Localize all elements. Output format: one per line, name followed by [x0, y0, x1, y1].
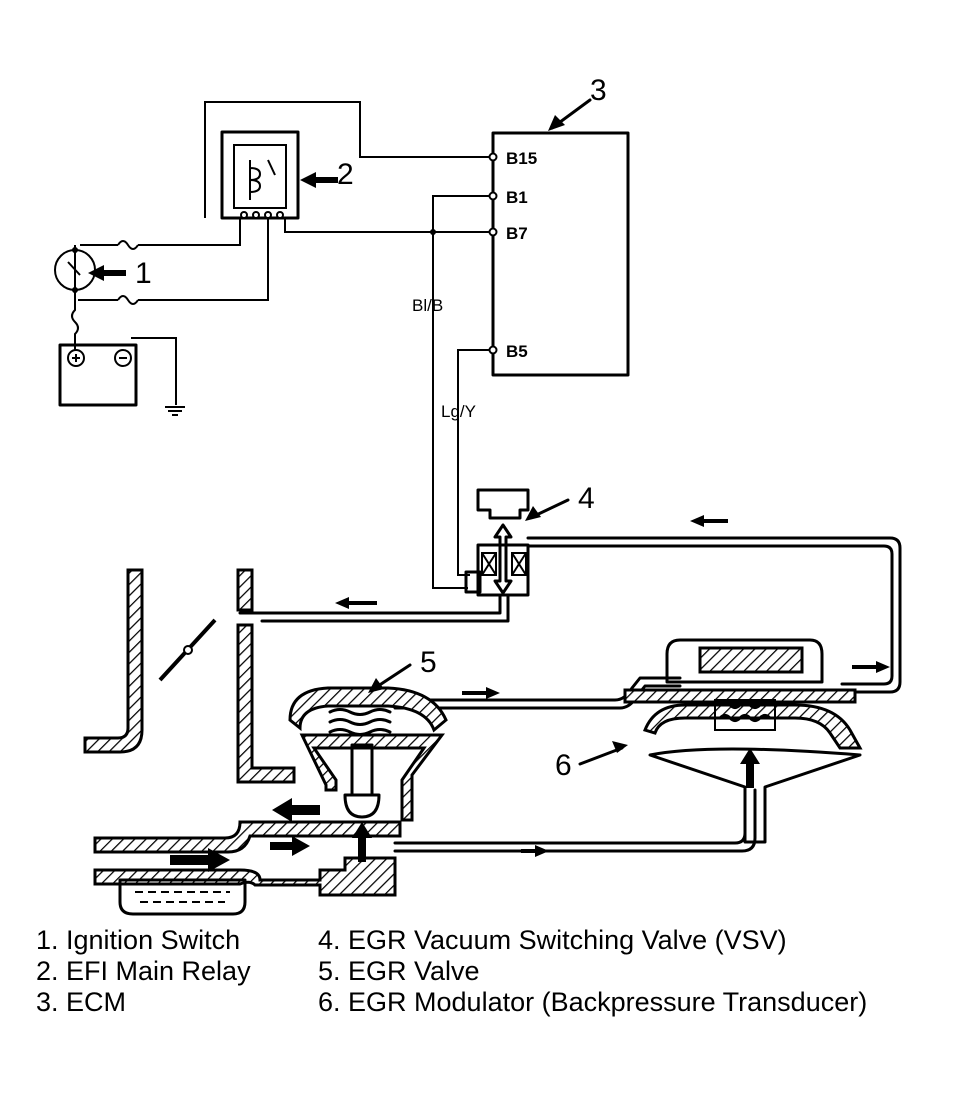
callout-6: 6 [555, 749, 572, 782]
callout-pointers [88, 98, 628, 766]
wire-label-blb: Bl/B [412, 296, 443, 315]
throttle-body [83, 568, 296, 784]
arrow-up-icon [740, 748, 760, 788]
ecm-box: B15 B1 B7 B5 [488, 131, 630, 377]
arrow-right-icon [852, 661, 890, 673]
ecm-pin-b1: B1 [506, 188, 528, 207]
ecm-pin-b5: B5 [506, 342, 528, 361]
legend-item-egr-vsv: 4. EGR Vacuum Switching Valve (VSV) [318, 925, 787, 955]
arrow-right-icon [170, 848, 230, 872]
legend-item-ecm: 3. ECM [36, 987, 127, 1017]
efi-main-relay [220, 130, 300, 220]
wire-label-lgy: Lg/Y [441, 402, 476, 421]
arrow-right-icon [462, 687, 500, 699]
legend-right: 4. EGR Vacuum Switching Valve (VSV) 5. E… [318, 925, 867, 1018]
arrow-right-icon [270, 836, 310, 856]
callout-4: 4 [578, 482, 595, 515]
egr-valve [288, 686, 448, 822]
legend-left: 1. Ignition Switch 2. EFI Main Relay 3. … [36, 925, 251, 1018]
egr-modulator [623, 638, 863, 844]
arrow-left-icon [335, 597, 377, 609]
legend-item-egr-modulator: 6. EGR Modulator (Backpressure Transduce… [318, 987, 868, 1017]
legend-item-efi-main-relay: 2. EFI Main Relay [36, 956, 251, 986]
legend-item-ignition-switch: 1. Ignition Switch [36, 925, 241, 955]
arrow-right-icon [521, 845, 549, 857]
exhaust-pipe [93, 820, 402, 916]
arrow-up-icon [352, 822, 372, 862]
arrow-left-icon [690, 515, 728, 527]
callout-1: 1 [135, 257, 152, 290]
ecm-pin-b7: B7 [506, 224, 528, 243]
callout-5: 5 [420, 646, 437, 679]
flow-arrows [170, 515, 890, 872]
arrow-left-icon [272, 798, 320, 822]
wiring [54, 101, 490, 589]
egr-vsv [464, 488, 530, 597]
callout-3: 3 [590, 74, 607, 107]
callout-2: 2 [337, 158, 354, 191]
legend-item-egr-valve: 5. EGR Valve [318, 956, 480, 986]
ecm-pin-b15: B15 [506, 149, 537, 168]
